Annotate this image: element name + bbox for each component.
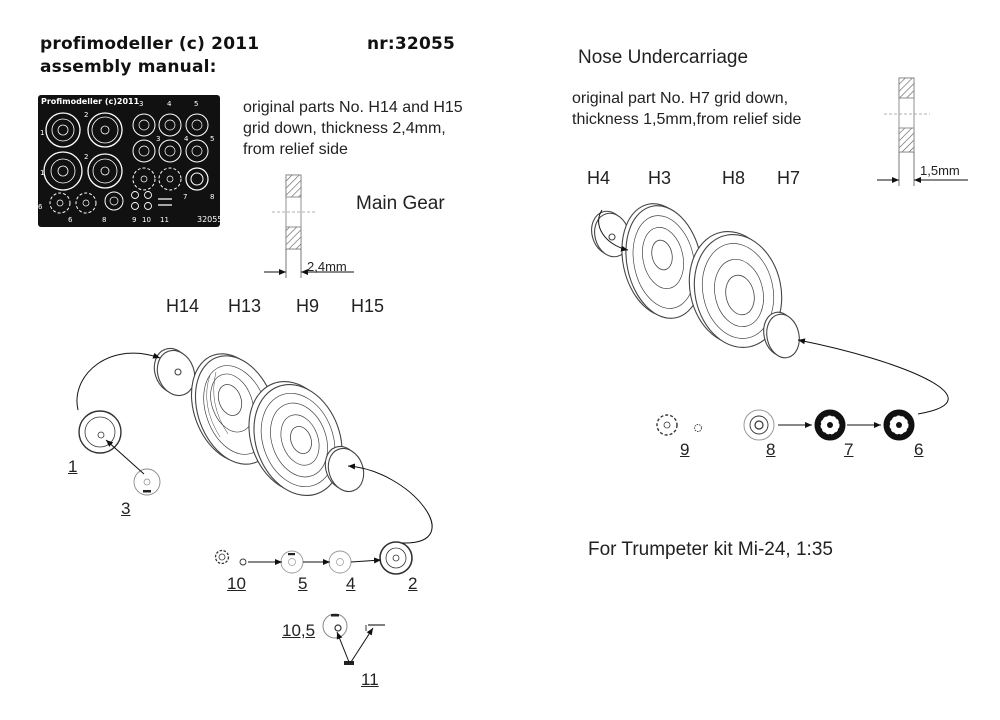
header-company: profimodeller (c) 2011 bbox=[40, 34, 260, 54]
svg-text:1: 1 bbox=[40, 129, 44, 137]
nose-part-h4: H4 bbox=[587, 168, 611, 188]
svg-text:1: 1 bbox=[40, 169, 44, 177]
svg-text:3: 3 bbox=[156, 135, 160, 143]
photo-etch-fret: Profimodeller (c)2011 32055 bbox=[38, 95, 223, 227]
main-step-4: 4 bbox=[346, 574, 356, 593]
fret-parts: 1 2 3 4 5 1 2 3 4 5 6 6 7 8 8 9 10 11 bbox=[38, 100, 214, 224]
main-gear-wheel-assembly bbox=[153, 347, 365, 497]
svg-text:4: 4 bbox=[184, 135, 189, 143]
svg-text:6: 6 bbox=[38, 203, 43, 211]
main-gear-note-line-1: original parts No. H14 and H15 bbox=[243, 99, 463, 116]
fret-title: Profimodeller (c)2011 bbox=[41, 97, 140, 106]
main-part-h15: H15 bbox=[351, 296, 385, 316]
kit-footer: For Trumpeter kit Mi-24, 1:35 bbox=[588, 539, 833, 560]
main-step-10: 10 bbox=[227, 574, 246, 593]
nose-gear-photoetch-chain bbox=[656, 409, 915, 441]
nose-step-7: 7 bbox=[844, 440, 854, 459]
main-gear-photoetch-chain bbox=[214, 541, 413, 575]
nose-step-8: 8 bbox=[766, 440, 776, 459]
nose-part-h8: H8 bbox=[722, 168, 746, 188]
nose-gear-wheel-assembly bbox=[591, 203, 800, 359]
svg-text:10: 10 bbox=[142, 216, 151, 224]
nose-part-h3: H3 bbox=[648, 168, 672, 188]
nose-gear-note-line-2: thickness 1,5mm,from relief side bbox=[572, 111, 802, 128]
svg-text:8: 8 bbox=[102, 216, 106, 224]
svg-text:2: 2 bbox=[84, 153, 88, 161]
main-step-1: 1 bbox=[68, 457, 78, 476]
main-gear-hub-parts bbox=[78, 410, 161, 496]
svg-text:11: 11 bbox=[160, 216, 169, 224]
svg-text:4: 4 bbox=[167, 100, 172, 108]
main-part-h13: H13 bbox=[228, 296, 262, 316]
nose-step-6: 6 bbox=[914, 440, 924, 459]
main-step-11: 11 bbox=[361, 670, 379, 689]
svg-text:5: 5 bbox=[194, 100, 198, 108]
main-part-h9: H9 bbox=[296, 296, 320, 316]
svg-text:6: 6 bbox=[68, 216, 73, 224]
svg-text:9: 9 bbox=[132, 216, 136, 224]
nose-part-h7: H7 bbox=[777, 168, 801, 188]
main-gear-arrows bbox=[76, 352, 433, 663]
nose-thickness-section bbox=[877, 77, 968, 186]
svg-text:5: 5 bbox=[210, 135, 214, 143]
main-thickness-section bbox=[264, 174, 354, 278]
main-gear-note-line-3: from relief side bbox=[243, 141, 348, 158]
main-step-3: 3 bbox=[121, 499, 131, 518]
header-manual: assembly manual: bbox=[40, 57, 217, 77]
header-number: nr:32055 bbox=[367, 34, 456, 54]
nose-gear-title: Nose Undercarriage bbox=[578, 47, 749, 68]
main-step-10-5: 10,5 bbox=[282, 621, 316, 640]
main-step-5: 5 bbox=[298, 574, 308, 593]
main-gear-note-line-2: grid down, thickness 2,4mm, bbox=[243, 120, 446, 137]
svg-text:3: 3 bbox=[139, 100, 143, 108]
nose-gear-arrows bbox=[598, 209, 949, 428]
svg-text:8: 8 bbox=[210, 193, 214, 201]
main-step-2: 2 bbox=[408, 574, 418, 593]
main-gear-title: Main Gear bbox=[356, 193, 445, 214]
nose-gear-note-line-1: original part No. H7 grid down, bbox=[572, 90, 789, 107]
fret-code: 32055 bbox=[197, 215, 223, 224]
svg-text:7: 7 bbox=[183, 193, 187, 201]
main-part-h14: H14 bbox=[166, 296, 200, 316]
main-thickness-label: 2,4mm bbox=[307, 259, 347, 274]
svg-text:2: 2 bbox=[84, 111, 88, 119]
nose-step-9: 9 bbox=[680, 440, 690, 459]
nose-thickness-label: 1,5mm bbox=[920, 163, 960, 178]
